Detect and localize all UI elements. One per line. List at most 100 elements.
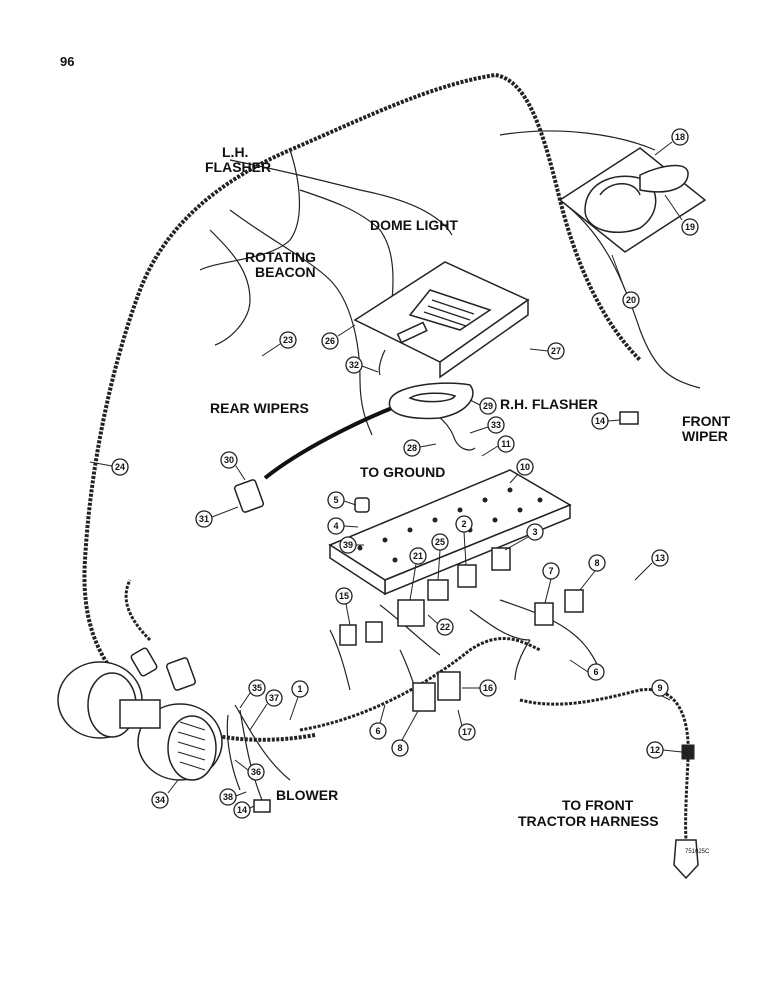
- svg-text:36: 36: [251, 767, 261, 777]
- callout-13: 13: [634, 549, 669, 581]
- svg-text:30: 30: [224, 455, 234, 465]
- callout-14-blower: 14: [233, 801, 255, 819]
- svg-text:23: 23: [283, 335, 293, 345]
- callout-33: 33: [469, 416, 505, 434]
- page-number: 96: [60, 54, 74, 69]
- svg-text:17: 17: [462, 727, 472, 737]
- callout-12: 12: [646, 741, 683, 759]
- svg-text:5: 5: [333, 495, 338, 505]
- callout-26: 26: [321, 324, 356, 350]
- callout-37: 37: [249, 689, 283, 731]
- callout-15: 15: [335, 587, 353, 626]
- lh-flasher-label-line1: L.H.: [222, 144, 248, 160]
- svg-text:18: 18: [675, 132, 685, 142]
- svg-text:32: 32: [349, 360, 359, 370]
- svg-text:28: 28: [407, 443, 417, 453]
- rh-flasher-label: R.H. FLASHER: [500, 396, 598, 412]
- callout-32: 32: [345, 356, 379, 374]
- svg-text:6: 6: [593, 667, 598, 677]
- callout-34: 34: [151, 779, 179, 809]
- svg-text:39: 39: [343, 540, 353, 550]
- svg-text:11: 11: [501, 439, 511, 449]
- svg-text:31: 31: [199, 514, 209, 524]
- callout-1: 1: [289, 680, 309, 721]
- callout-10: 10: [509, 458, 534, 484]
- front-wiper-label-line2: WIPER: [682, 428, 728, 444]
- svg-text:3: 3: [532, 527, 537, 537]
- lh-flasher-label-line2: FLASHER: [205, 159, 271, 175]
- callout-28: 28: [403, 439, 437, 457]
- callout-11: 11: [481, 435, 515, 457]
- front-wiper-label-line1: FRONT: [682, 413, 731, 429]
- svg-text:27: 27: [551, 346, 561, 356]
- callout-31: 31: [195, 506, 239, 528]
- callout-5: 5: [327, 491, 357, 509]
- to-front-label-line1: TO FRONT: [562, 797, 634, 813]
- callout-21: 21: [409, 547, 427, 601]
- callout-38: 38: [219, 788, 247, 806]
- callout-30: 30: [220, 451, 246, 481]
- to-ground-label: TO GROUND: [360, 464, 445, 480]
- svg-text:14: 14: [237, 805, 247, 815]
- svg-text:12: 12: [650, 745, 660, 755]
- svg-text:21: 21: [413, 551, 423, 561]
- callout-20: 20: [611, 254, 640, 309]
- callout-9: 9: [651, 679, 671, 701]
- svg-text:19: 19: [685, 222, 695, 232]
- to-front-label-line2: TRACTOR HARNESS: [518, 813, 659, 829]
- rotating-beacon-label-line1: ROTATING: [245, 249, 316, 265]
- blower-label: BLOWER: [276, 787, 338, 803]
- svg-text:33: 33: [491, 420, 501, 430]
- callout-3: 3: [504, 523, 544, 551]
- callout-27: 27: [529, 342, 565, 360]
- svg-text:26: 26: [325, 336, 335, 346]
- svg-text:37: 37: [269, 693, 279, 703]
- callout-35: 35: [239, 679, 266, 709]
- dome-light-label: DOME LIGHT: [370, 217, 458, 233]
- svg-text:10: 10: [520, 462, 530, 472]
- callout-18: 18: [654, 128, 689, 156]
- svg-text:35: 35: [252, 683, 262, 693]
- svg-text:25: 25: [435, 537, 445, 547]
- dome-light-bracket: [353, 261, 530, 379]
- svg-text:38: 38: [223, 792, 233, 802]
- front-wiper-motor: [558, 147, 707, 253]
- callout-19: 19: [664, 194, 699, 236]
- callouts: 18 19 20 14 26 27 32 29 23 24 28 33 11 1…: [89, 128, 699, 819]
- callout-29: 29: [469, 397, 497, 415]
- rear-wiper-cable: [263, 403, 401, 480]
- callout-16: 16: [462, 679, 497, 697]
- callout-39: 39: [339, 536, 364, 554]
- rear-wipers-label: REAR WIPERS: [210, 400, 309, 416]
- svg-text:8: 8: [397, 743, 402, 753]
- svg-text:9: 9: [657, 683, 662, 693]
- svg-text:15: 15: [339, 591, 349, 601]
- svg-text:29: 29: [483, 401, 493, 411]
- dome-light-lens: [388, 382, 474, 420]
- svg-text:13: 13: [655, 553, 665, 563]
- callout-25: 25: [431, 533, 449, 581]
- callout-8-top: 8: [579, 554, 606, 591]
- callout-6-bottom: 6: [369, 704, 387, 740]
- svg-text:2: 2: [461, 519, 466, 529]
- svg-text:1: 1: [297, 684, 302, 694]
- callout-7: 7: [542, 562, 560, 604]
- callout-14-front: 14: [591, 412, 621, 430]
- svg-text:4: 4: [333, 521, 338, 531]
- switch-group: [339, 547, 584, 712]
- callout-22: 22: [427, 614, 454, 636]
- svg-text:20: 20: [626, 295, 636, 305]
- callout-24: 24: [89, 458, 129, 476]
- figure-code: 751025C: [685, 849, 710, 855]
- blower-assembly: [57, 661, 223, 781]
- svg-text:22: 22: [440, 622, 450, 632]
- callout-8-bottom: 8: [391, 710, 419, 757]
- svg-text:6: 6: [375, 726, 380, 736]
- rotating-beacon-label-line2: BEACON: [255, 264, 316, 280]
- svg-text:16: 16: [483, 683, 493, 693]
- callout-6-right: 6: [569, 659, 605, 681]
- svg-text:14: 14: [595, 416, 605, 426]
- callout-36: 36: [234, 759, 265, 781]
- callout-2: 2: [455, 515, 473, 566]
